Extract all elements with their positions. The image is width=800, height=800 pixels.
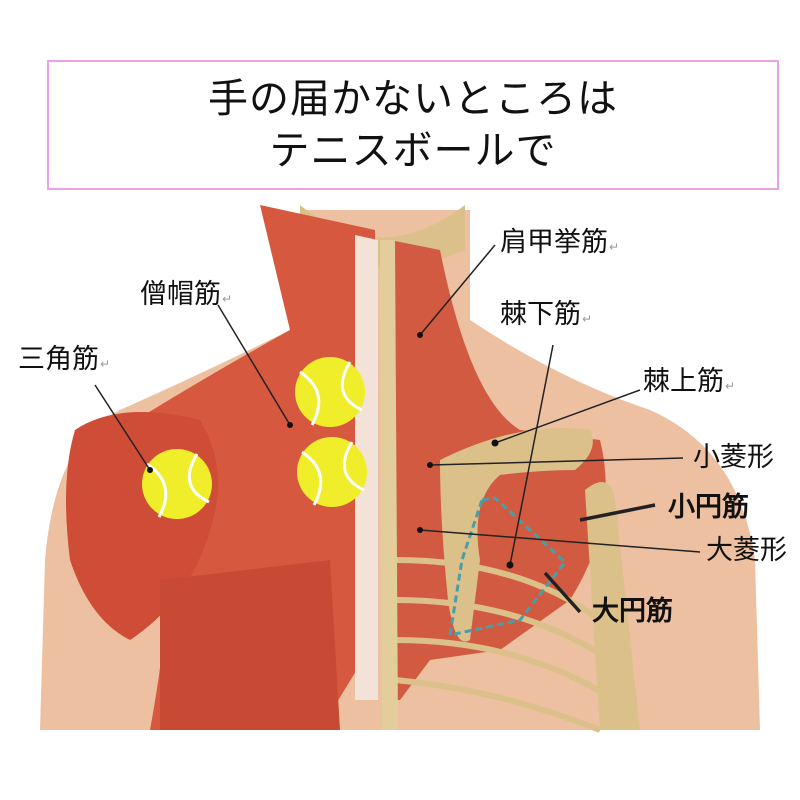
title-line-1: 手の届かないところは <box>208 76 618 122</box>
label-text: 僧帽筋 <box>140 279 221 310</box>
scapula-bone <box>440 428 593 642</box>
label-supraspinatus: 棘上筋↵ <box>643 367 735 401</box>
tennis-ball <box>295 357 365 427</box>
return-mark: ↵ <box>100 357 111 371</box>
label-infraspinatus: 棘下筋↵ <box>500 300 592 334</box>
label-rhomboid-major: 大菱形 <box>706 535 787 566</box>
label-levator-scapulae: 肩甲挙筋↵ <box>500 228 619 262</box>
ribs <box>394 557 617 733</box>
return-mark: ↵ <box>222 292 233 306</box>
title-box: 手の届かないところは テニスボールで <box>47 60 779 190</box>
label-text: 三角筋 <box>18 344 99 375</box>
tennis-ball <box>297 437 367 507</box>
label-teres-minor: 小円筋 <box>668 492 749 523</box>
label-text: 棘上筋 <box>643 366 724 397</box>
tennis-ball <box>142 449 212 519</box>
label-trapezius: 僧帽筋↵ <box>140 280 232 314</box>
label-text: 肩甲挙筋 <box>500 227 608 258</box>
teres-major-region <box>448 496 568 637</box>
label-deltoid: 三角筋↵ <box>18 345 110 379</box>
label-teres-major: 大円筋 <box>592 596 673 627</box>
label-text: 棘下筋 <box>500 299 581 330</box>
leader-lines <box>94 244 701 614</box>
return-mark: ↵ <box>725 379 736 393</box>
latissimus-muscle <box>160 560 340 730</box>
return-mark: ↵ <box>582 312 593 326</box>
return-mark: ↵ <box>609 240 620 254</box>
spine <box>380 240 398 730</box>
title-line-2: テニスボールで <box>269 128 557 174</box>
label-rhomboid-minor: 小菱形 <box>693 442 774 473</box>
